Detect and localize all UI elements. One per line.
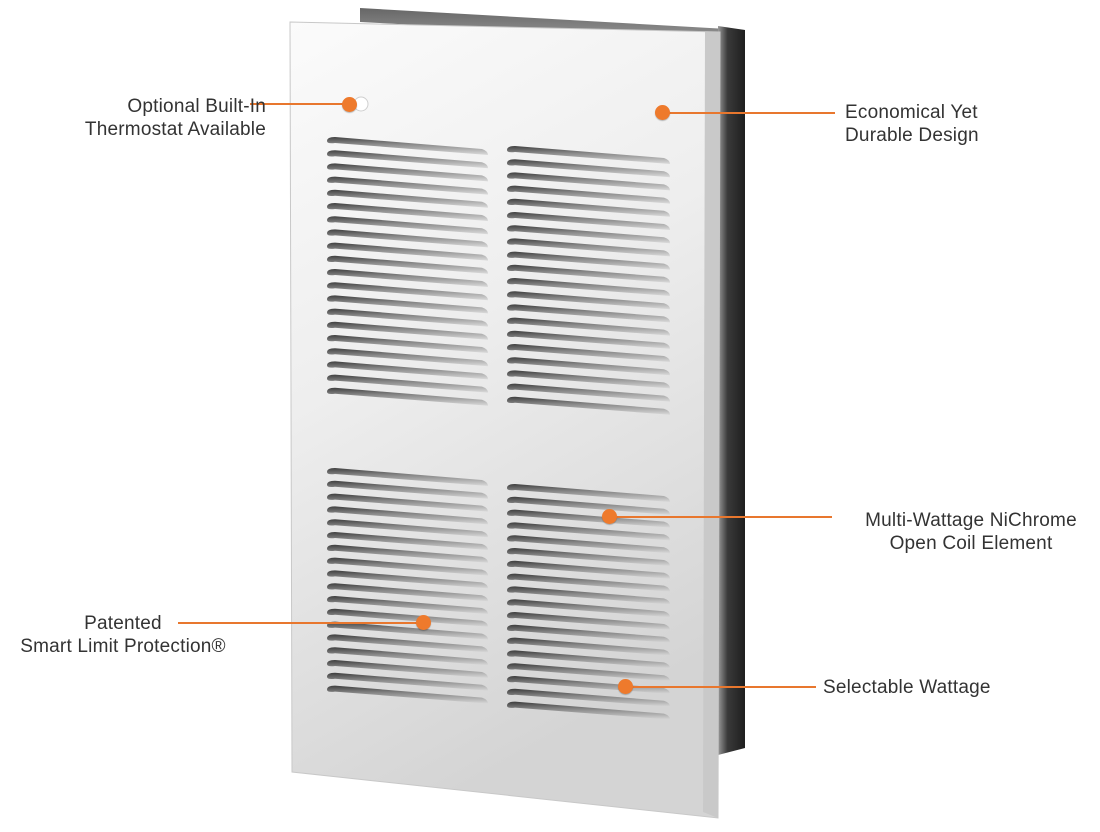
marker-dot-protection [416, 615, 431, 630]
callout-text: Durable Design [845, 125, 979, 146]
callout-text: Optional Built-In [127, 96, 266, 117]
leader-line-design [665, 112, 835, 114]
callout-text: Open Coil Element [889, 533, 1053, 554]
callout-text: Economical Yet [845, 102, 978, 123]
callout-text: Thermostat Available [84, 119, 266, 140]
callout-design: Economical Yet Durable Design [845, 101, 979, 147]
leader-line-thermostat [250, 103, 350, 105]
callout-text: Multi-Wattage NiChrome [865, 510, 1077, 531]
marker-dot-design [655, 105, 670, 120]
leader-line-element [612, 516, 832, 518]
callout-text: Smart Limit Protection® [20, 636, 226, 657]
marker-dot-element [602, 509, 617, 524]
leader-line-wattage [628, 686, 816, 688]
marker-dot-wattage [618, 679, 633, 694]
callout-element: Multi-Wattage NiChrome Open Coil Element [838, 509, 1100, 555]
leader-line-protection [178, 622, 424, 624]
callout-thermostat: Optional Built-In Thermostat Available [85, 95, 266, 141]
callout-text: Selectable Wattage [823, 677, 991, 698]
callout-protection: Patented Smart Limit Protection® [0, 612, 246, 658]
callout-text: Patented [84, 613, 162, 634]
marker-dot-thermostat [342, 97, 357, 112]
callout-wattage: Selectable Wattage [823, 676, 991, 699]
